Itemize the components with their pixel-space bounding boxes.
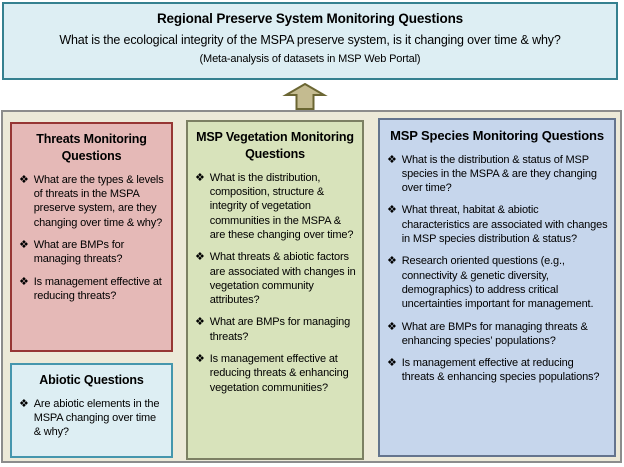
diamond-bullet-icon: ❖ (195, 316, 205, 329)
header-title: Regional Preserve System Monitoring Ques… (156, 11, 464, 26)
diamond-bullet-icon: ❖ (19, 238, 29, 251)
diamond-bullet-icon: ❖ (195, 251, 205, 264)
species-box-title: MSP Species Monitoring Questions (390, 128, 604, 143)
threats-item-3: Is management effective at reducing thre… (33, 275, 162, 302)
species-item-1: What is the distribution & status of MSP… (401, 153, 597, 195)
abiotic-questions-box: Abiotic Questions ❖ Are abiotic elements… (10, 363, 173, 458)
diamond-bullet-icon: ❖ (387, 255, 397, 268)
list-item: ❖ What is the distribution, composition,… (195, 171, 356, 242)
regional-monitoring-header-box: Regional Preserve System Monitoring Ques… (2, 2, 618, 80)
list-item: ❖ Is management effective at reducing th… (195, 352, 356, 395)
species-item-2: What threat, habitat & abiotic character… (401, 204, 608, 246)
species-item-3: Research oriented questions (e.g., conne… (401, 255, 594, 311)
list-item: ❖ What are BMPs for managing threats & e… (387, 320, 608, 349)
vegetation-item-1: What is the distribution, composition, s… (209, 171, 354, 241)
diamond-bullet-icon: ❖ (19, 397, 29, 410)
threats-item-2: What are BMPs for managing threats? (33, 238, 125, 266)
vegetation-box-title: MSP Vegetation Monitoring Questions (196, 130, 354, 161)
threats-box-title: Threats Monitoring Questions (36, 132, 147, 163)
list-item: ❖ What threats & abiotic factors are ass… (195, 250, 356, 307)
diamond-bullet-icon: ❖ (387, 204, 397, 217)
vegetation-item-2: What threats & abiotic factors are assoc… (209, 251, 356, 307)
abiotic-item-1: Are abiotic elements in the MSPA changin… (33, 397, 160, 439)
threats-questions-box: Threats Monitoring Questions ❖ What are … (10, 122, 173, 352)
up-arrow-icon (281, 82, 329, 110)
diamond-bullet-icon: ❖ (19, 173, 29, 186)
list-item: ❖ Are abiotic elements in the MSPA chang… (19, 397, 165, 440)
diamond-bullet-icon: ❖ (387, 357, 397, 370)
header-question: What is the ecological integrity of the … (59, 33, 561, 47)
list-item: ❖ What are the types & levels of threats… (19, 173, 165, 230)
diamond-bullet-icon: ❖ (19, 275, 29, 288)
questions-panel: Threats Monitoring Questions ❖ What are … (1, 110, 622, 463)
species-item-5: Is management effective at reducing thre… (401, 357, 600, 384)
list-item: ❖ What are BMPs for managing threats? (195, 315, 356, 344)
diamond-bullet-icon: ❖ (195, 171, 205, 184)
vegetation-item-4: Is management effective at reducing thre… (209, 353, 349, 394)
list-item: ❖ Research oriented questions (e.g., con… (387, 254, 608, 311)
diamond-bullet-icon: ❖ (387, 320, 397, 333)
vegetation-questions-box: MSP Vegetation Monitoring Questions ❖ Wh… (186, 120, 364, 460)
threats-item-1: What are the types & levels of threats i… (33, 173, 164, 229)
species-questions-box: MSP Species Monitoring Questions ❖ What … (378, 118, 616, 457)
header-note: (Meta-analysis of datasets in MSP Web Po… (199, 53, 421, 65)
list-item: ❖ What are BMPs for managing threats? (19, 238, 165, 267)
diamond-bullet-icon: ❖ (195, 353, 205, 366)
diamond-bullet-icon: ❖ (387, 153, 397, 166)
up-arrow-svg (282, 82, 328, 110)
vegetation-item-3: What are BMPs for managing threats? (209, 316, 351, 343)
list-item: ❖ Is management effective at reducing th… (387, 356, 608, 385)
abiotic-box-title: Abiotic Questions (39, 373, 144, 387)
list-item: ❖ What threat, habitat & abiotic charact… (387, 203, 608, 246)
list-item: ❖ Is management effective at reducing th… (19, 275, 165, 304)
list-item: ❖ What is the distribution & status of M… (387, 153, 608, 196)
species-item-4: What are BMPs for managing threats & enh… (401, 320, 588, 347)
